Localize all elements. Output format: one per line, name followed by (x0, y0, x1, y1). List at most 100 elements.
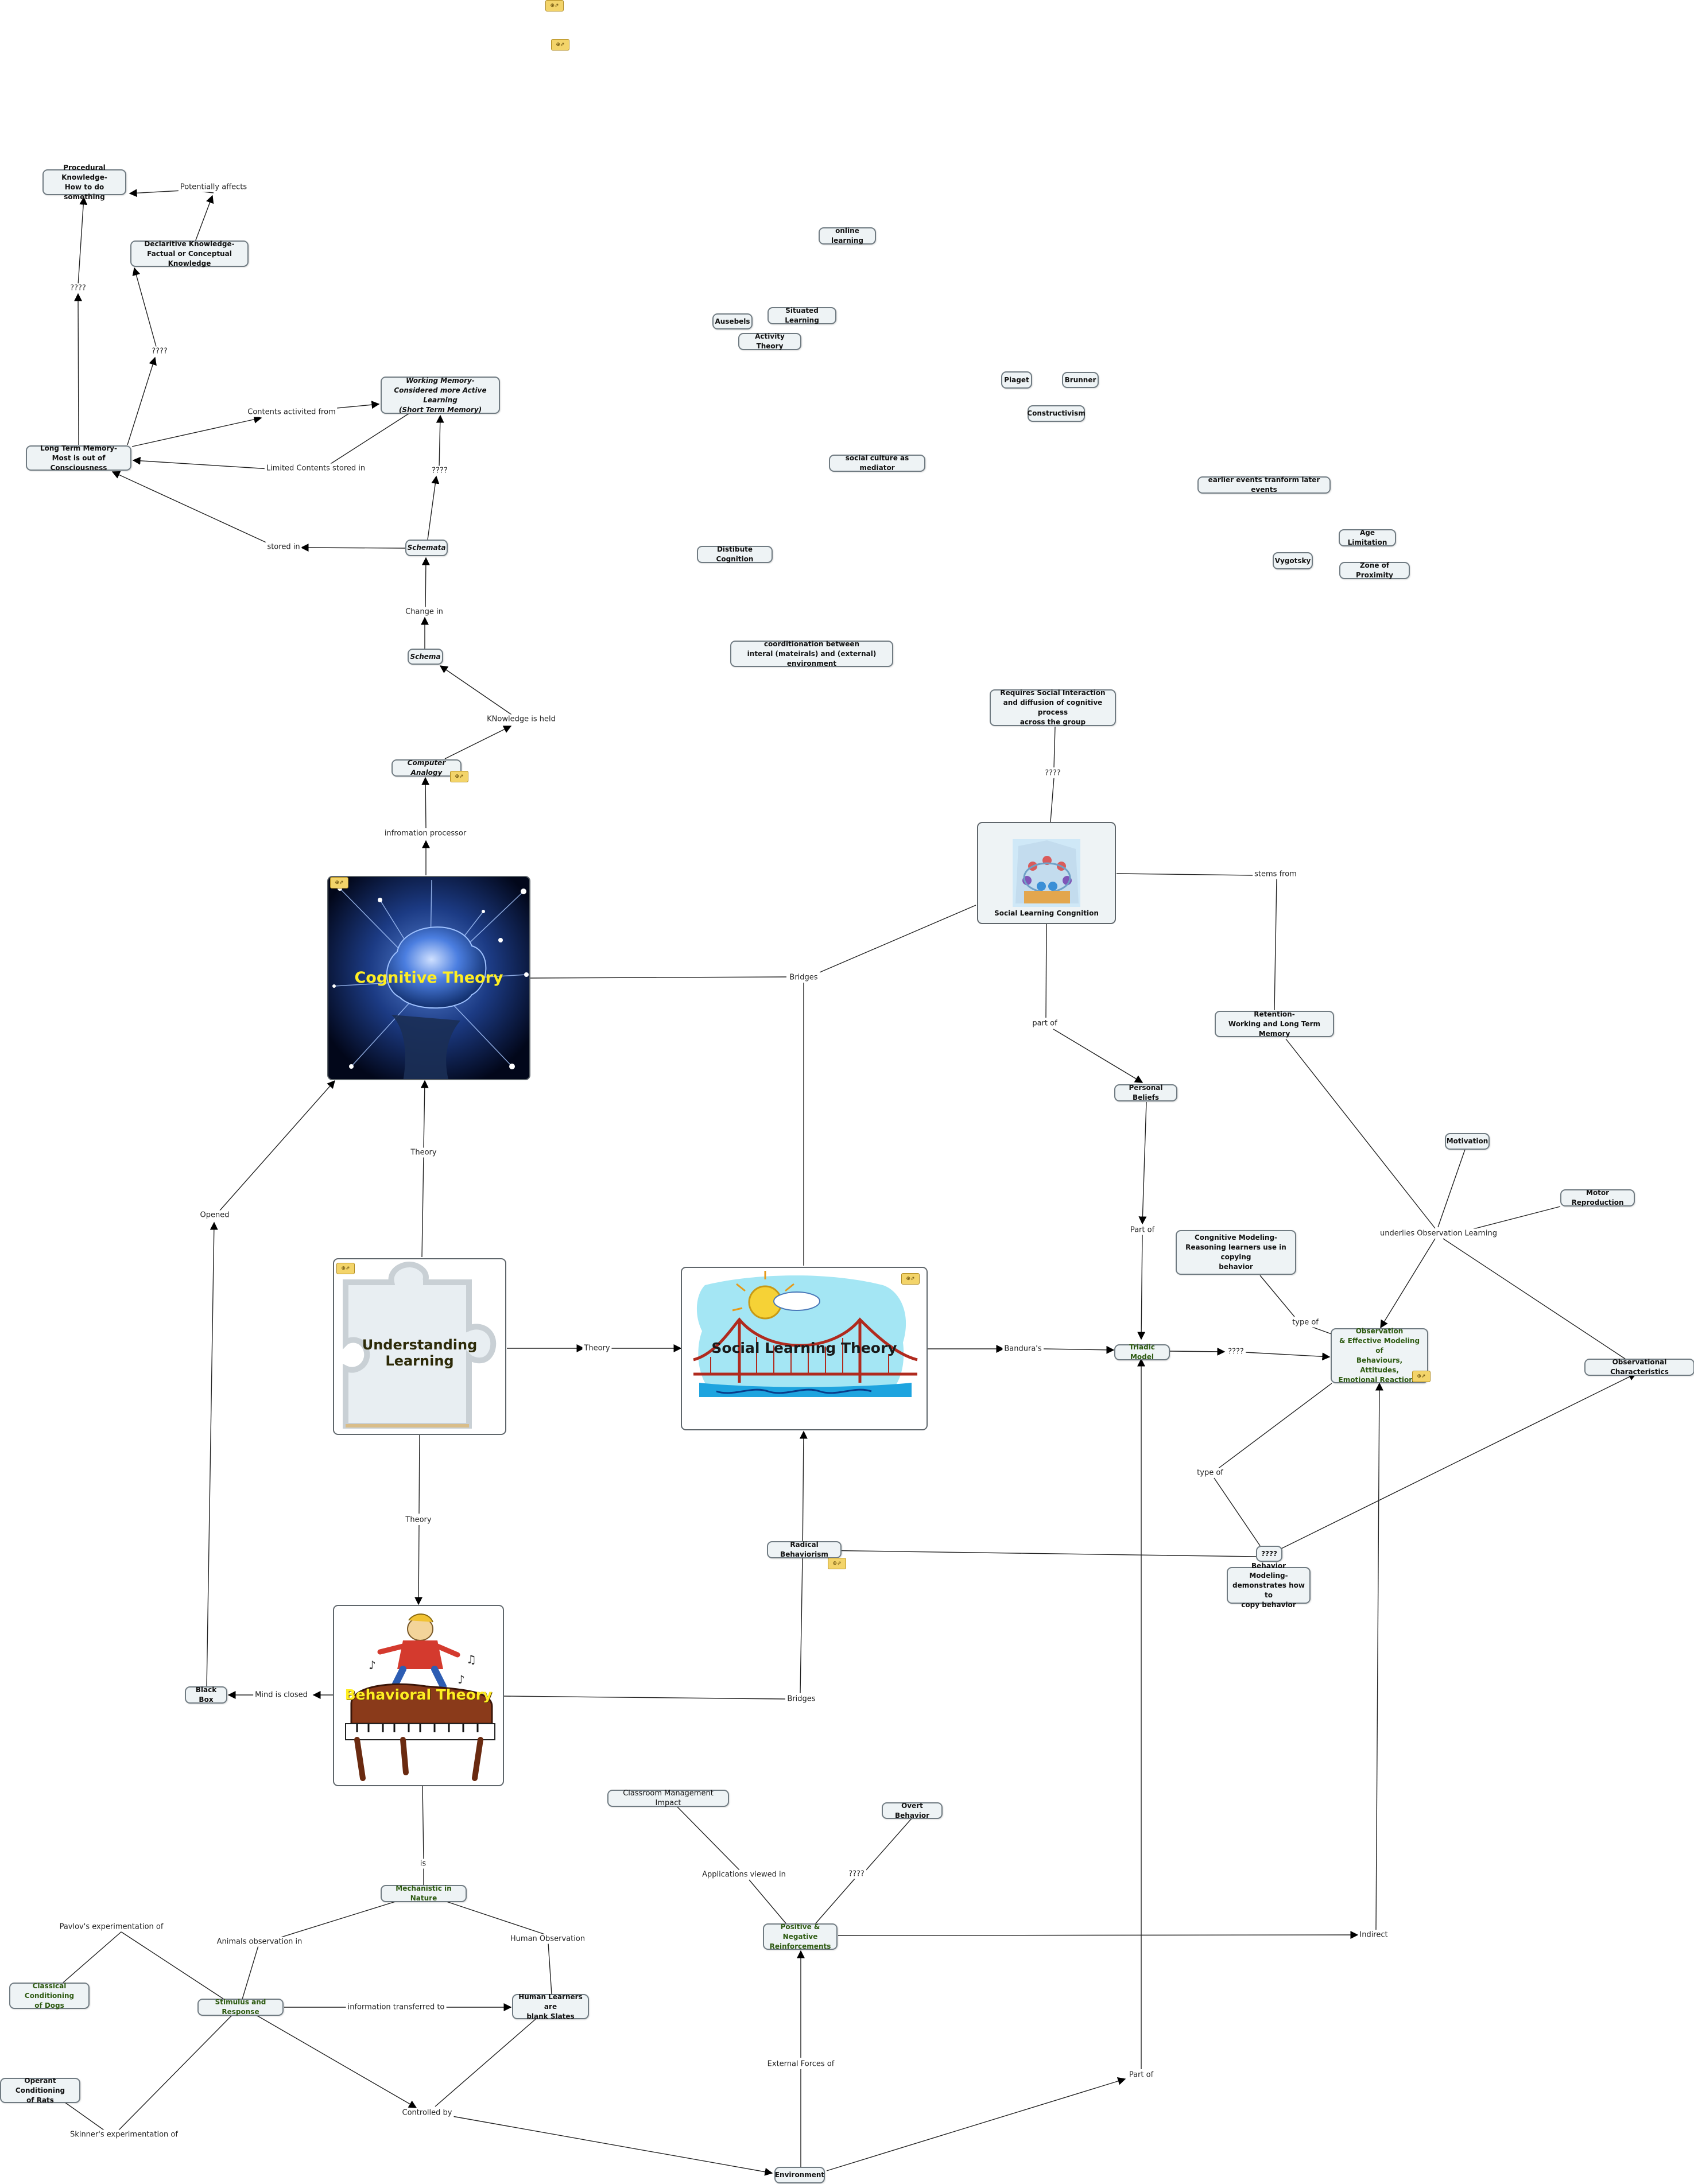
label-stored-in: stored in (265, 542, 302, 552)
attachment-icon[interactable]: ⊕⇗ (828, 1558, 846, 1569)
node-personal-beliefs[interactable]: Personal Beliefs (1114, 1084, 1177, 1101)
edge-cogmodel-typeof (1259, 1275, 1295, 1317)
node-mechanistic-in-nature[interactable]: Mechanistic in Nature (381, 1884, 467, 1902)
edge-environment-partof (826, 2077, 1126, 2171)
label-theory: Theory (409, 1147, 439, 1158)
edge-stimulus-skinner (115, 2014, 233, 2133)
edge-stimulus-controlled (255, 2014, 417, 2108)
label-bridges: Bridges (785, 1694, 817, 1704)
node-observational-characteristics[interactable]: Observational Characteristics (1584, 1358, 1694, 1376)
node-procedural-knowledge[interactable]: Procedural Knowledge- How to do somethin… (42, 164, 126, 201)
card-social-learning-cognition[interactable]: Social Learning Congnition (977, 822, 1116, 924)
node-schemata[interactable]: Schemata (405, 540, 448, 556)
node-piaget[interactable]: Piaget (1001, 371, 1032, 389)
card-cognitive-theory[interactable]: Cognitive Theory (327, 876, 530, 1080)
node-classroom-management[interactable]: Classroom Management Impact (607, 1789, 729, 1807)
node-radical-behaviorism[interactable]: Radical Behaviorism (767, 1541, 842, 1558)
understanding-learning-title: Understanding Learning (362, 1337, 478, 1369)
edge-behavioral-is (422, 1786, 424, 1860)
node-situated-learning[interactable]: Situated Learning (767, 307, 836, 324)
card-behavioral-theory[interactable]: ♪♫♪ Behavioral Theory (333, 1605, 504, 1786)
bridge-image (693, 1271, 918, 1397)
node-constructivism[interactable]: Constructivism (1027, 405, 1086, 422)
card-social-learning-theory[interactable]: Social Learning Theory (681, 1267, 928, 1430)
edge-motivation-underlies (1437, 1147, 1466, 1228)
node-observation[interactable]: Observation & Effective Modeling of Beha… (1331, 1327, 1428, 1384)
node-distibute-cognition[interactable]: Distibute Cognition (697, 545, 773, 563)
svg-text:♫: ♫ (466, 1652, 476, 1666)
node-earlier-events[interactable]: earlier events tranform later events (1197, 476, 1331, 494)
label-question: ???? (1043, 768, 1063, 778)
attachment-icon[interactable]: ⊕⇗ (901, 1273, 920, 1285)
label-external-forces-of: External Forces of (765, 2059, 836, 2069)
attachment-icon[interactable]: ⊕⇗ (545, 0, 564, 11)
label-knowledge-is-held: KNowledge is held (485, 714, 557, 724)
node-long-term-memory[interactable]: Long Term Memory- Most is out of Conscio… (26, 444, 131, 472)
edge-theory-cognitive (420, 1080, 429, 1149)
node-schema[interactable]: Schema (408, 649, 443, 665)
node-overt-behavior[interactable]: Overt Behavior (882, 1802, 943, 1820)
social-learning-theory-title: Social Learning Theory (711, 1340, 897, 1356)
node-working-memory[interactable]: Working Memory- Considered more Active L… (381, 377, 500, 414)
node-zone-of-proximity[interactable]: Zone of Proximity (1339, 561, 1410, 579)
edge-change-schemata (421, 557, 430, 610)
label-limited-contents-stored-in: Limited Contents stored in (264, 463, 367, 474)
attachment-icon[interactable]: ⊕⇗ (551, 39, 569, 51)
node-social-culture[interactable]: social culture as mediator (829, 454, 925, 472)
edge-q2-declarative (132, 267, 158, 351)
card-understanding-learning[interactable]: Understanding Learning (333, 1258, 506, 1435)
node-declarative-knowledge[interactable]: Declaritive Knowledge- Factual or Concep… (130, 240, 249, 267)
attachment-icon[interactable]: ⊕⇗ (450, 771, 468, 782)
node-requires-social-interaction[interactable]: Requires Social Interaction and diffusio… (990, 689, 1116, 726)
label-mind-is-closed: Mind is closed (253, 1690, 309, 1700)
node-online-learning[interactable]: online learning (819, 227, 876, 245)
node-vygotsky[interactable]: Vygotsky (1273, 552, 1313, 569)
node-environment[interactable]: Environment (774, 2167, 825, 2183)
node-activity-theory[interactable]: Activity Theory (738, 332, 801, 350)
edge-q-procedural (77, 196, 88, 286)
edge-affects-procedural (129, 189, 183, 197)
edge-partof-triadic (1137, 1233, 1146, 1340)
edge-mechanistic-animals (275, 1900, 398, 1939)
attachment-icon[interactable]: ⊕⇗ (330, 877, 348, 889)
node-motivation[interactable]: Motivation (1445, 1133, 1490, 1150)
node-stimulus-and-response[interactable]: Stimulus and Response (197, 1998, 284, 2016)
edge-q-working (436, 414, 444, 468)
label-question: ???? (1226, 1347, 1246, 1357)
edge-banduras-triadic (1043, 1345, 1115, 1354)
behavioral-theory-title: Behavioral Theory (344, 1686, 493, 1703)
node-cognitive-modeling[interactable]: Congnitive Modeling- Reasoning learners … (1176, 1230, 1296, 1275)
node-triadic-model[interactable]: Triadic Model (1114, 1343, 1170, 1361)
node-positive-negative-reinforcements[interactable]: Positive & Negative Reinforcements (763, 1923, 838, 1950)
node-coordination[interactable]: coorditionation between interal (mateira… (730, 640, 893, 668)
node-question[interactable]: ???? (1256, 1546, 1282, 1562)
node-computer-analogy[interactable]: Computer Analogy (391, 759, 462, 777)
edge-typeof-q (1214, 1477, 1261, 1546)
edge-radical-social (799, 1430, 808, 1557)
node-age-limitation[interactable]: Age Limitation (1339, 529, 1396, 546)
edge-limited-long (132, 456, 270, 470)
label-part-of: Part of (1127, 2070, 1156, 2080)
node-operant-conditioning[interactable]: Operant Conditioning of Rats (0, 2077, 80, 2104)
label-potentially-affects: Potentially affects (178, 182, 249, 192)
node-retention[interactable]: Retention- Working and Long Term Memory (1215, 1010, 1334, 1038)
edge-socialcog-q (1050, 777, 1055, 823)
node-motor-reproduction[interactable]: Motor Reproduction (1560, 1189, 1635, 1207)
edge-mechanistic-humanobs (444, 1900, 549, 1936)
edge-q-observation (1245, 1352, 1331, 1361)
edge-knowledge-schema (439, 665, 514, 716)
node-black-box[interactable]: Black Box (185, 1686, 227, 1704)
attachment-icon[interactable]: ⊕⇗ (1412, 1371, 1431, 1382)
node-behavior-modeling[interactable]: Behavior Modeling- demonstrates how to c… (1227, 1562, 1311, 1609)
edge-humanobs-human (548, 1942, 552, 1995)
node-brunner[interactable]: Brunner (1062, 372, 1099, 388)
edge-understanding-theory (421, 1154, 424, 1258)
attachment-icon[interactable]: ⊕⇗ (336, 1263, 355, 1274)
node-human-learners[interactable]: Human Learners are blank Slates (512, 1993, 589, 2020)
node-classical-conditioning[interactable]: Classical Conditioning of Dogs (9, 1982, 90, 2010)
node-ausebels[interactable]: Ausebels (712, 313, 753, 329)
label-information-transferred-to: information transferred to (346, 2002, 447, 2012)
label-applications-viewed-in: Applications viewed in (700, 1869, 788, 1880)
edge-working-limited (324, 413, 410, 468)
label-type-of: type of (1290, 1317, 1320, 1328)
